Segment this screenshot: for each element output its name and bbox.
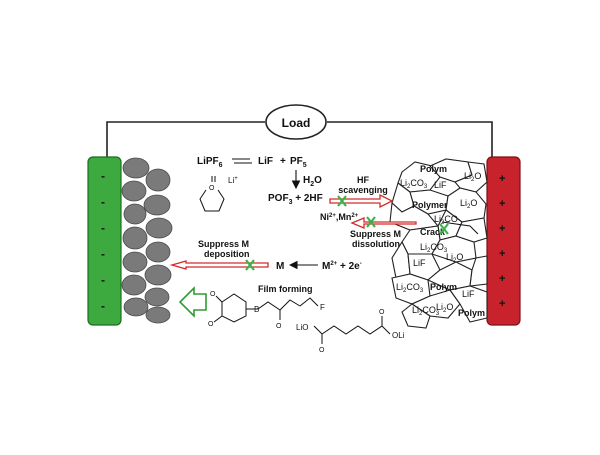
equilibrium-arrow [232,158,252,164]
suppress-dissolution-2: dissolution [352,239,400,249]
load-label: Load [282,116,311,130]
oxygen-label: O [379,309,385,316]
sei-polymer: Polymer [412,200,448,210]
pof3-label: POF3 + 2HF [268,193,323,206]
lio-label: LiO [296,323,308,332]
anode-electrode [87,156,122,326]
cathode-electrode [486,156,521,326]
m2-label: M2+ + 2e- [322,261,362,272]
graphite-particles [121,157,173,324]
sei-li2co-tag: Li2CO [434,214,458,226]
oxygen-label: O [208,321,214,328]
anode-sign: - [101,221,105,235]
pf5-label: PF5 [290,156,307,169]
sei-li2co3: Li2CO3 [412,305,440,317]
h2o-label: H2O [303,175,322,188]
sei-li2o: Li2O [460,198,477,210]
borate-molecule [213,293,319,323]
oxygen-label: O [276,323,282,330]
anode-sign: - [101,273,105,287]
sei-li2o: Li2O [464,171,481,183]
hf-scavenging-arrow [329,193,394,209]
cei-labels: Polym Li2O Li2CO3 LiF Li2O Polymer Li2CO… [396,164,485,318]
film-forming-arrow [178,286,207,318]
cathode-sign: + [499,223,505,235]
lipf6-label: LiPF6 [197,156,223,169]
cathode-sign: + [499,298,505,310]
sei-lif: LiF [434,180,447,190]
cathode-sign: + [499,273,505,285]
load-circle [265,104,327,140]
sei-lif: LiF [413,258,426,268]
oxygen-label: O [319,347,325,354]
ions-label: Ni2+,Mn2+ [320,212,359,222]
crack-line [441,221,479,235]
sei-li2co3: Li2CO3 [420,242,448,254]
crack-cross-icon [439,223,449,235]
deposition-cross-icon [245,259,255,271]
deposition-arrow [169,260,269,270]
oxygen-label: O [210,291,216,298]
sei-li2o: Li2O [446,252,463,264]
anode-signs: - - - - - - [101,169,105,313]
suppress-dissolution-1: Suppress M [350,229,401,239]
anode-sign: - [101,195,105,209]
sei-polym: Polym [458,308,485,318]
sei-lif: LiF [462,289,475,299]
sei-polym: Polym [430,282,457,292]
suppress-deposition-2: deposition [204,249,250,259]
cei-grains [389,158,488,329]
scavenging-label: scavenging [338,185,388,195]
sei-polym: Polym [420,164,447,174]
sei-crack: Crack [420,227,446,237]
dissolution-arrow [350,217,417,229]
fluorine-label: F [320,303,325,312]
dissolution-cross-icon [366,216,376,228]
reaction-scheme: LiPF6 LiF + PF5 H2O POF3 + 2HF [197,156,323,206]
circuit-wire [106,121,493,157]
sei-li2co3: Li2CO3 [396,282,424,294]
film-forming-label: Film forming [258,284,313,294]
plus-sign: + [280,156,286,167]
hf-label: HF [357,175,369,185]
anode-sign: - [101,169,105,183]
hf-cross-icon [337,195,347,207]
li-ion-label: Li+ [228,176,238,185]
cathode-sign: + [499,173,505,185]
cathode-signs: + + + + + + [499,173,505,310]
cathode-sign: + [499,248,505,260]
dicarbonate-molecule [313,316,391,344]
cathode-sign: + [499,198,505,210]
lif-label: LiF [258,156,273,167]
m-label: M [276,261,284,272]
suppress-deposition-1: Suppress M [198,239,249,249]
boron-label: B [254,305,259,314]
anode-sign: - [101,299,105,313]
sei-li2co3: Li2CO3 [400,178,428,190]
sei-li2o: Li2O [436,302,453,314]
anode-sign: - [101,247,105,261]
ec-oxygen: O [209,185,215,192]
oli-label: OLi [392,331,405,340]
ethylene-carbonate [199,176,225,212]
